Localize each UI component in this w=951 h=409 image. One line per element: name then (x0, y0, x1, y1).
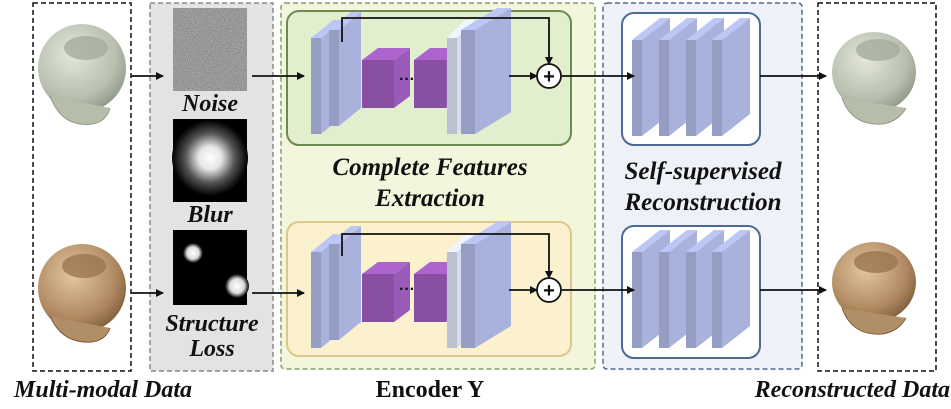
sum-node-top-symbol: + (543, 66, 555, 88)
ellipsis-bottom: ··· (399, 281, 415, 298)
input-head-brown (38, 244, 126, 343)
encoder-block (329, 226, 361, 340)
ellipsis-top: ··· (399, 71, 415, 88)
decoder-block (461, 222, 511, 348)
structure-loss-label: Structure Loss (165, 311, 259, 363)
features-extraction-label: Complete Features Extraction (332, 154, 528, 212)
reconstruction-top-blocks (632, 18, 750, 136)
skip-connection-top (341, 17, 553, 65)
sum-node-top: + (536, 63, 562, 89)
input-head-gray (38, 24, 126, 125)
bottleneck-block (362, 48, 410, 108)
bottleneck-block (362, 262, 410, 322)
structure-loss-image (173, 230, 249, 305)
reconstruction-block (712, 230, 750, 348)
sum-node-bottom: + (536, 277, 562, 303)
skip-connection-bottom (341, 233, 553, 279)
output-caption: Reconstructed Data (754, 377, 950, 403)
noise-image (173, 8, 247, 91)
decoder-block (461, 8, 511, 134)
encoder-top-unet (311, 8, 511, 134)
encoder-bottom-unet (311, 222, 511, 348)
output-head-brown (832, 242, 916, 335)
encoder-caption: Encoder Y (375, 377, 485, 403)
blur-image (172, 119, 248, 202)
sum-node-bottom-symbol: + (543, 280, 555, 302)
blur-label: Blur (187, 202, 233, 228)
reconstruction-bottom-blocks (632, 230, 750, 348)
noise-label: Noise (182, 91, 238, 117)
self-supervised-reconstruction-label: Self-supervised Reconstruction (624, 158, 782, 216)
reconstruction-block (712, 18, 750, 136)
encoder-block (329, 12, 361, 126)
input-caption: Multi-modal Data (14, 377, 193, 403)
output-head-gray (832, 32, 916, 125)
